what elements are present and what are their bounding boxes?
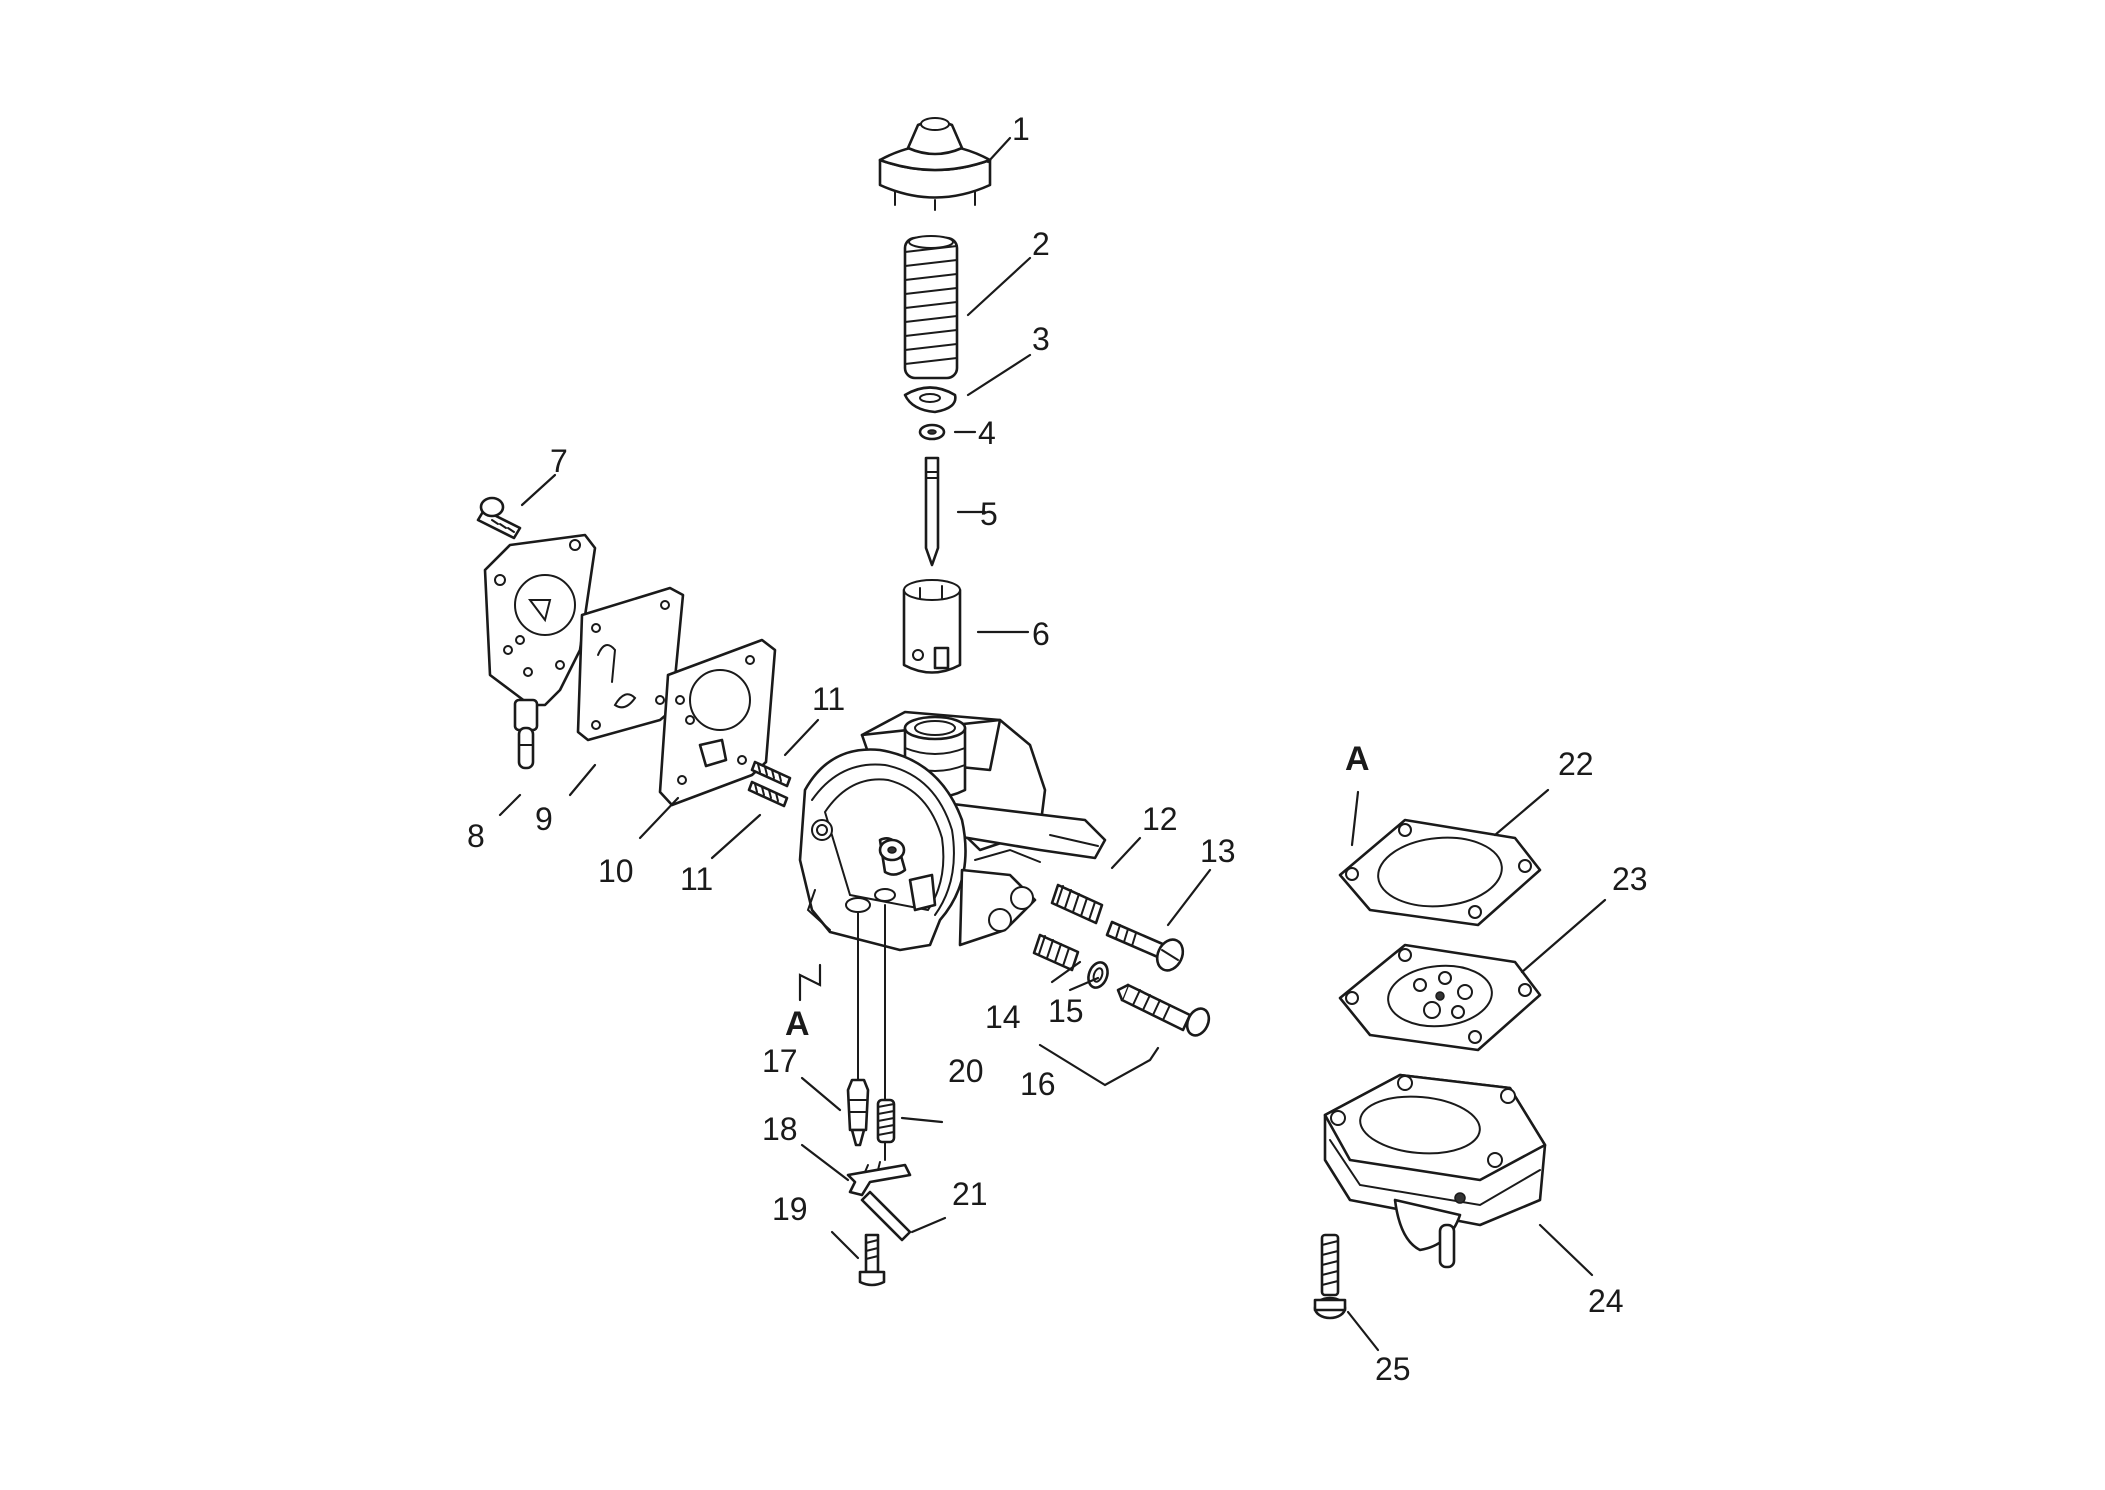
callout-9: 9 [535,801,553,837]
callout-20: 20 [948,1053,984,1089]
callout-11-upper: 11 [812,681,845,717]
part-11-jet-lower [747,780,789,808]
part-18-lever [846,1161,912,1197]
callout-10: 10 [598,853,634,889]
part-4-washer [918,423,946,441]
callout-1: 1 [1012,111,1030,147]
callout-22: 22 [1558,746,1594,782]
callout-21: 21 [952,1176,988,1212]
callout-5: 5 [980,496,998,532]
reference-marker-a-body: A [785,1005,810,1043]
callout-19: 19 [772,1191,808,1227]
carburetor-body [798,710,1107,952]
callout-4: 4 [978,415,996,451]
part-20-spring [876,1098,896,1144]
callout-12: 12 [1142,801,1178,837]
part-21-pin [860,1190,912,1242]
part-8-pump-cover [483,533,597,770]
callout-2: 2 [1032,226,1050,262]
part-13-adjust-screw [1105,920,1185,972]
part-17-inlet-needle [846,1078,870,1147]
callout-16: 16 [1020,1066,1056,1102]
callout-6: 6 [1032,616,1050,652]
reference-marker-a-gasket: A [1345,740,1370,778]
part-5-needle [924,456,940,567]
part-6-sleeve [902,579,962,674]
callout-13: 13 [1200,833,1236,869]
part-23-diaphragm [1338,943,1542,1052]
part-1-cap [878,117,992,211]
part-16-needle-screw [1116,983,1211,1037]
callout-15: 15 [1048,993,1084,1029]
part-24-pump-body [1323,1073,1547,1269]
callout-17: 17 [762,1043,798,1079]
callout-labels: 1 2 3 4 5 6 7 8 9 10 11 11 12 13 14 15 1… [467,111,1648,1387]
callout-23: 23 [1612,861,1648,897]
part-14-spring [1032,933,1080,972]
callout-14: 14 [985,999,1021,1035]
callout-24: 24 [1588,1283,1624,1319]
part-7-screw [476,496,522,540]
callout-18: 18 [762,1111,798,1147]
part-10-gasket [658,638,777,807]
part-12-spring [1050,883,1104,925]
callout-7: 7 [550,443,568,479]
part-15-o-ring [1087,961,1109,989]
part-22-gasket [1338,818,1542,927]
leader-lines [498,136,1607,1352]
part-3-clip-ring [903,386,957,414]
callout-3: 3 [1032,321,1050,357]
part-11-jet-upper [750,760,792,788]
part-25-screw [1313,1233,1347,1320]
callout-8: 8 [467,818,485,854]
callout-11-lower: 11 [680,861,713,897]
callout-25: 25 [1375,1351,1411,1387]
part-9-diaphragm [576,586,685,742]
part-19-screw [858,1233,886,1287]
part-2-spring [903,235,959,380]
